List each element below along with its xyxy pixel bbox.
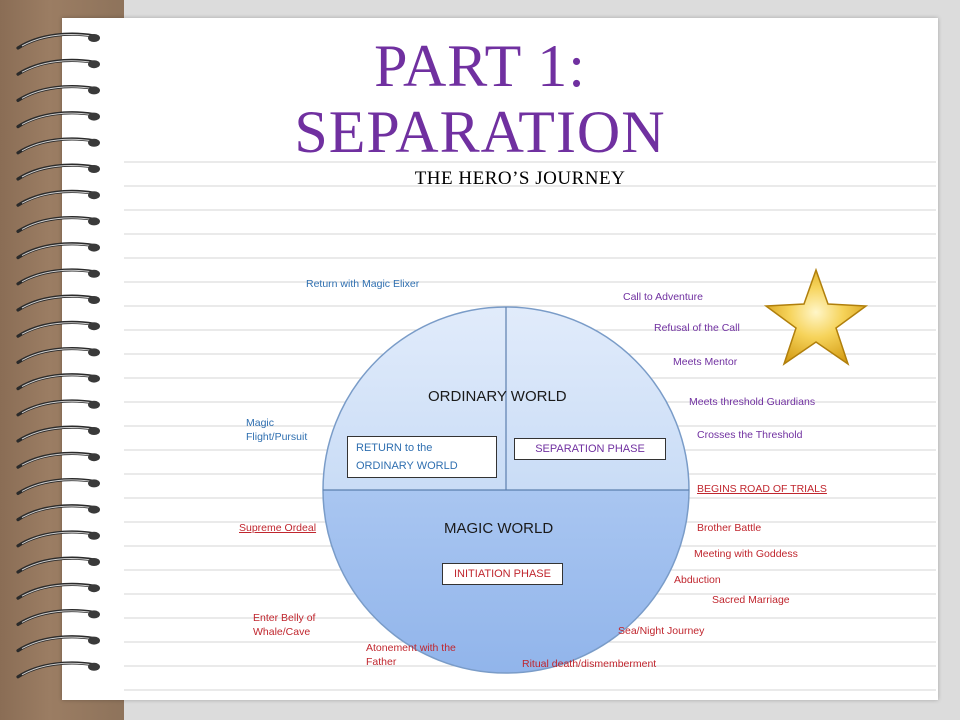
binder-ring	[16, 661, 100, 679]
page-title-line-1: PART 1:	[374, 33, 586, 99]
binder-ring	[16, 582, 100, 600]
stage-sacred-marriage: Sacred Marriage	[712, 594, 790, 606]
separation-phase-box: SEPARATION PHASE	[514, 438, 666, 460]
binder-ring	[16, 32, 100, 50]
gold-star-icon	[763, 268, 869, 366]
magic-world-label: MAGIC WORLD	[444, 520, 554, 537]
stage-return-elixir: Return with Magic Elixer	[306, 278, 420, 290]
stage-ritual-death: Ritual death/dismemberment	[522, 658, 657, 670]
binder-ring	[16, 556, 100, 574]
binder-ring	[16, 609, 100, 626]
spiral-binding	[16, 32, 100, 679]
binder-ring	[16, 635, 100, 653]
initiation-phase-box: INITIATION PHASE	[442, 563, 563, 585]
binder-ring	[16, 85, 100, 102]
stage-meeting-goddess: Meeting with Goddess	[694, 548, 798, 560]
stage-road-of-trials: BEGINS ROAD OF TRIALS	[697, 483, 827, 495]
binder-ring	[16, 425, 100, 443]
binder-ring	[16, 451, 100, 469]
binder-ring	[16, 504, 100, 522]
binder-ring	[16, 399, 100, 417]
binder-ring	[16, 294, 100, 312]
stage-sea-night-journey: Sea/Night Journey	[618, 625, 705, 637]
binder-ring	[16, 58, 100, 76]
page-title-line-2: SEPARATION	[294, 99, 666, 165]
binder-ring	[16, 320, 100, 338]
binder-ring	[16, 242, 100, 260]
binder-ring	[16, 163, 100, 181]
stage-threshold-guardians: Meets threshold Guardians	[689, 396, 816, 408]
binder-ring	[16, 347, 100, 364]
stage-magic-flight: Magic Flight/Pursuit	[246, 417, 308, 443]
stage-meets-mentor: Meets Mentor	[673, 356, 738, 368]
binder-ring	[16, 268, 100, 286]
stage-abduction: Abduction	[674, 574, 721, 586]
binder-ring	[16, 189, 100, 207]
stage-supreme-ordeal: Supreme Ordeal	[239, 522, 317, 534]
binder-ring	[16, 111, 100, 129]
stage-call-to-adventure: Call to Adventure	[623, 291, 703, 303]
binder-ring	[16, 530, 100, 548]
binder-ring	[16, 478, 100, 495]
stage-refusal-of-call: Refusal of the Call	[654, 322, 740, 334]
stage-crosses-threshold: Crosses the Threshold	[697, 429, 803, 441]
ordinary-world-label: ORDINARY WORLD	[428, 388, 567, 405]
binder-ring	[16, 373, 100, 391]
stage-brother-battle: Brother Battle	[697, 522, 762, 534]
stage-atonement: Atonement with the Father	[366, 642, 456, 668]
binder-ring	[16, 216, 100, 233]
return-phase-box: RETURN to the ORDINARY WORLD	[347, 436, 497, 478]
binder-ring	[16, 137, 100, 155]
stage-belly-of-whale: Enter Belly of Whale/Cave	[253, 612, 316, 638]
diagram-subtitle: THE HERO’S JOURNEY	[414, 168, 626, 189]
